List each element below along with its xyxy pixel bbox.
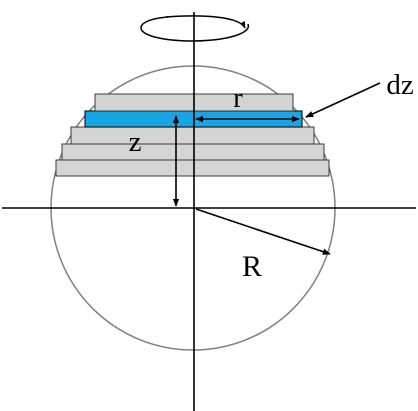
slab-2 [61,143,325,161]
label-z: z [129,126,142,158]
rotation-arrow-icon [140,15,250,42]
label-dz: dz [386,69,414,101]
label-R: R [242,250,262,283]
slab-stack [55,93,330,177]
label-r: r [233,82,243,114]
slab-3 [70,126,315,145]
dz-pointer-arrow [305,82,381,118]
R-radius-arrow [195,208,331,255]
slab-1 [55,159,330,177]
